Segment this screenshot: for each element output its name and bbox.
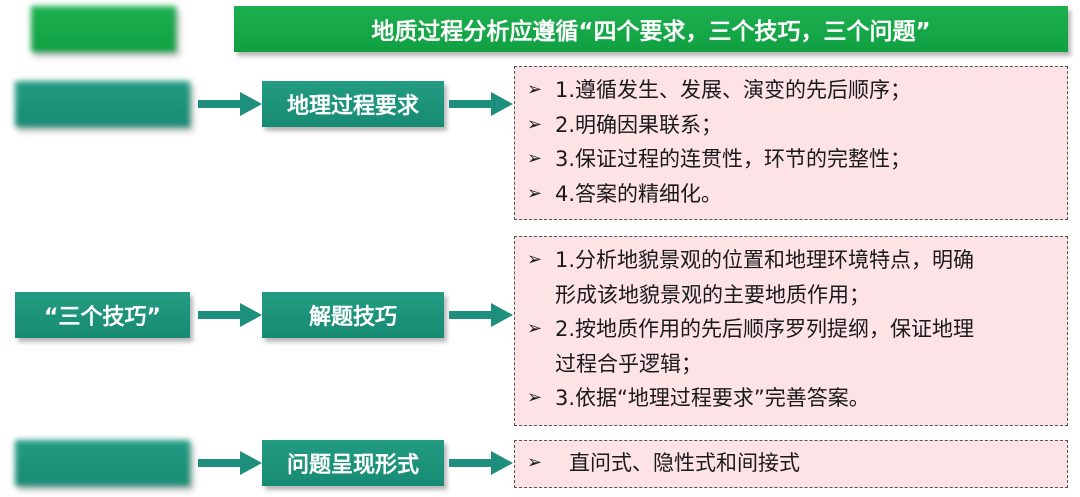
row1-arrow-left-icon — [198, 92, 262, 116]
header-left-blurred-box — [31, 6, 176, 52]
bullet-arrow-icon: ➢ — [527, 452, 543, 473]
row3-arrow-right-icon — [449, 451, 513, 475]
bullet-arrow-icon: ➢ — [527, 113, 543, 135]
list-item-continuation: 形成该地貌景观的主要地质作用； — [555, 282, 870, 307]
row3-node-label: 问题呈现形式 — [286, 453, 419, 478]
row3-left-blurred-box — [15, 440, 190, 486]
bullet-arrow-icon: ➢ — [527, 318, 543, 339]
row1-node-box: 地理过程要求 — [262, 81, 444, 127]
list-item: ➢1.分析地貌景观的位置和地理环境特点，明确 — [525, 243, 1057, 278]
list-item: ➢1.遵循发生、发展、演变的先后顺序； — [525, 73, 1057, 108]
row2-left-box: “三个技巧” — [15, 292, 190, 338]
bullet-arrow-icon: ➢ — [527, 79, 543, 100]
row1-arrow-right-icon — [449, 92, 513, 116]
bullet-arrow-icon: ➢ — [527, 387, 543, 408]
list-item-continuation: 过程合乎逻辑； — [555, 351, 702, 376]
bullet-arrow-icon: ➢ — [527, 182, 543, 204]
row3-forms-panel: ➢直问式、隐性式和间接式 — [514, 440, 1068, 488]
row1-requirements-panel: ➢1.遵循发生、发展、演变的先后顺序； ➢2.明确因果联系； ➢3.保证过程的连… — [514, 66, 1068, 220]
bullet-arrow-icon: ➢ — [527, 249, 543, 270]
header-title-box: 地质过程分析应遵循“四个要求，三个技巧，三个问题” — [234, 6, 1068, 52]
row2-left-label: “三个技巧” — [44, 305, 161, 330]
list-item: ➢3.依据“地理过程要求”完善答案。 — [525, 381, 1057, 416]
list-item: ➢3.保证过程的连贯性，环节的完整性； — [525, 142, 1057, 177]
page-title: 地质过程分析应遵循“四个要求，三个技巧，三个问题” — [371, 19, 931, 45]
row1-left-blurred-box — [15, 81, 190, 127]
list-item: ➢2.明确因果联系； — [525, 108, 1057, 143]
row2-arrow-left-icon — [198, 303, 262, 327]
row1-node-label: 地理过程要求 — [286, 94, 419, 119]
row3-node-box: 问题呈现形式 — [262, 440, 444, 486]
list-item: ➢4.答案的精细化。 — [525, 177, 1057, 212]
bullet-arrow-icon: ➢ — [527, 148, 543, 169]
row2-node-label: 解题技巧 — [308, 305, 397, 330]
list-item: ➢直问式、隐性式和间接式 — [525, 446, 1057, 481]
row3-arrow-left-icon — [198, 451, 262, 475]
row2-node-box: 解题技巧 — [262, 292, 444, 338]
list-item: ➢2.按地质作用的先后顺序罗列提纲，保证地理 — [525, 312, 1057, 347]
row2-arrow-right-icon — [449, 303, 513, 327]
row2-tips-panel: ➢1.分析地貌景观的位置和地理环境特点，明确 形成该地貌景观的主要地质作用； ➢… — [514, 236, 1068, 426]
